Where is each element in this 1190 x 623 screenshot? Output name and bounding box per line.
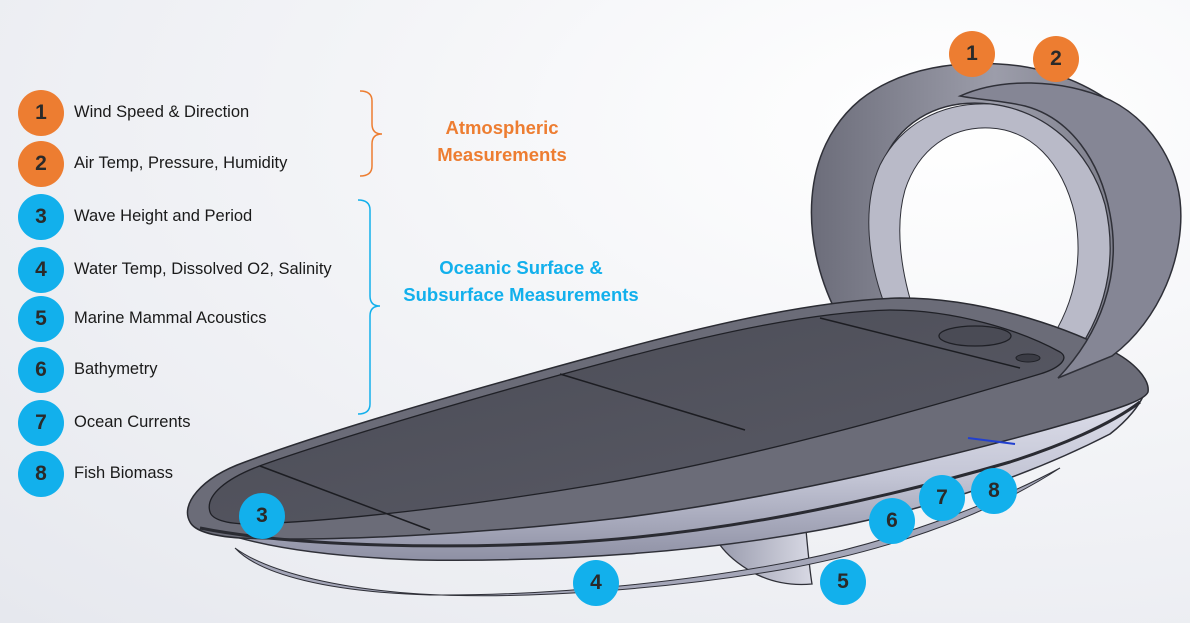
oceanic-group-label: Oceanic Surface & Subsurface Measurement… [390,254,652,308]
legend-label: Marine Mammal Acoustics [74,309,267,327]
legend-item: 1 Wind Speed & Direction [18,90,378,136]
legend-label: Fish Biomass [74,464,174,482]
legend-item: 7 Ocean Currents [18,400,378,446]
legend-label: Air Temp, Pressure, Humidity [74,154,288,172]
atmospheric-bracket [359,90,383,177]
hull-lower [234,467,1061,597]
number-badge: 5 [18,296,64,342]
callout-1: 1 [949,31,995,77]
oceanic-bracket [357,199,381,415]
atmospheric-group-label: Atmospheric Measurements [428,114,576,168]
legend-label: Ocean Currents [74,413,191,431]
legend-label: Wind Speed & Direction [74,103,250,121]
legend-label: Bathymetry [74,360,158,378]
sensor-ring-front [957,82,1182,379]
number-badge: 3 [18,194,64,240]
number-badge: 2 [18,141,64,187]
callout-7: 7 [919,475,965,521]
panel-seam [259,465,431,531]
deck-hatch [938,325,1012,347]
sensor-mark [967,437,1016,445]
legend-item: 2 Air Temp, Pressure, Humidity [18,141,378,187]
callout-8: 8 [971,468,1017,514]
callout-6: 6 [869,498,915,544]
panel-seam [819,317,1021,369]
group-label-line: Oceanic Surface & [439,257,603,278]
callout-4: 4 [573,560,619,606]
group-label-line: Atmospheric [445,117,559,138]
deck-port [1015,353,1041,363]
legend-item: 6 Bathymetry [18,347,378,393]
number-badge: 6 [18,347,64,393]
number-badge: 1 [18,90,64,136]
group-label-line: Subsurface Measurements [403,284,639,305]
callout-2: 2 [1033,36,1079,82]
solar-deck [208,309,1065,525]
number-badge: 7 [18,400,64,446]
panel-seam [559,373,746,431]
number-badge: 8 [18,451,64,497]
hull-stripe [199,400,1141,548]
callout-3: 3 [239,493,285,539]
legend-item: 5 Marine Mammal Acoustics [18,296,378,342]
number-badge: 4 [18,247,64,293]
group-label-line: Measurements [437,144,567,165]
callout-5: 5 [820,559,866,605]
legend-item: 4 Water Temp, Dissolved O2, Salinity [18,247,378,293]
legend-label: Water Temp, Dissolved O2, Salinity [74,260,332,278]
legend-item: 8 Fish Biomass [18,451,378,497]
legend-item: 3 Wave Height and Period [18,194,378,240]
legend-label: Wave Height and Period [74,207,253,225]
